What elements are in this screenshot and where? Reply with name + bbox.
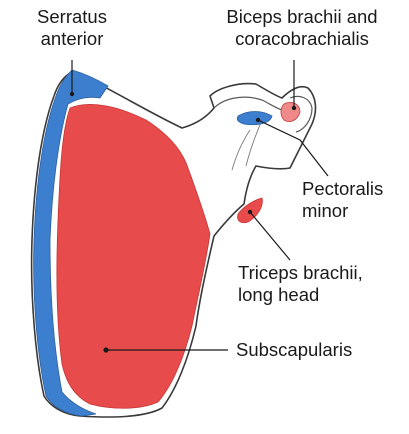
label-biceps-line1: Biceps brachii and: [204, 6, 400, 28]
leader-dot-biceps: [292, 106, 296, 110]
label-biceps-coracobrachialis: Biceps brachii and coracobrachialis: [204, 6, 400, 50]
leader-dot-pectoralis: [256, 118, 260, 122]
label-subscapularis: Subscapularis: [236, 339, 396, 361]
label-serratus-line2: anterior: [22, 28, 122, 50]
label-serratus-line1: Serratus: [22, 6, 122, 28]
label-triceps-long-head: Triceps brachii, long head: [238, 262, 398, 306]
leader-dot-triceps: [248, 210, 252, 214]
leader-line-triceps: [250, 212, 290, 260]
label-triceps-line2: long head: [238, 284, 398, 306]
label-pectoralis-line1: Pectoralis: [302, 178, 402, 200]
label-biceps-line2: coracobrachialis: [204, 28, 400, 50]
label-serratus-anterior: Serratus anterior: [22, 6, 122, 50]
label-subscapularis-text: Subscapularis: [236, 339, 396, 361]
label-pectoralis-minor: Pectoralis minor: [302, 178, 402, 222]
leader-dot-subscapularis: [103, 347, 108, 352]
leader-dot-serratus: [70, 92, 74, 96]
label-triceps-line1: Triceps brachii,: [238, 262, 398, 284]
label-pectoralis-line2: minor: [302, 200, 402, 222]
